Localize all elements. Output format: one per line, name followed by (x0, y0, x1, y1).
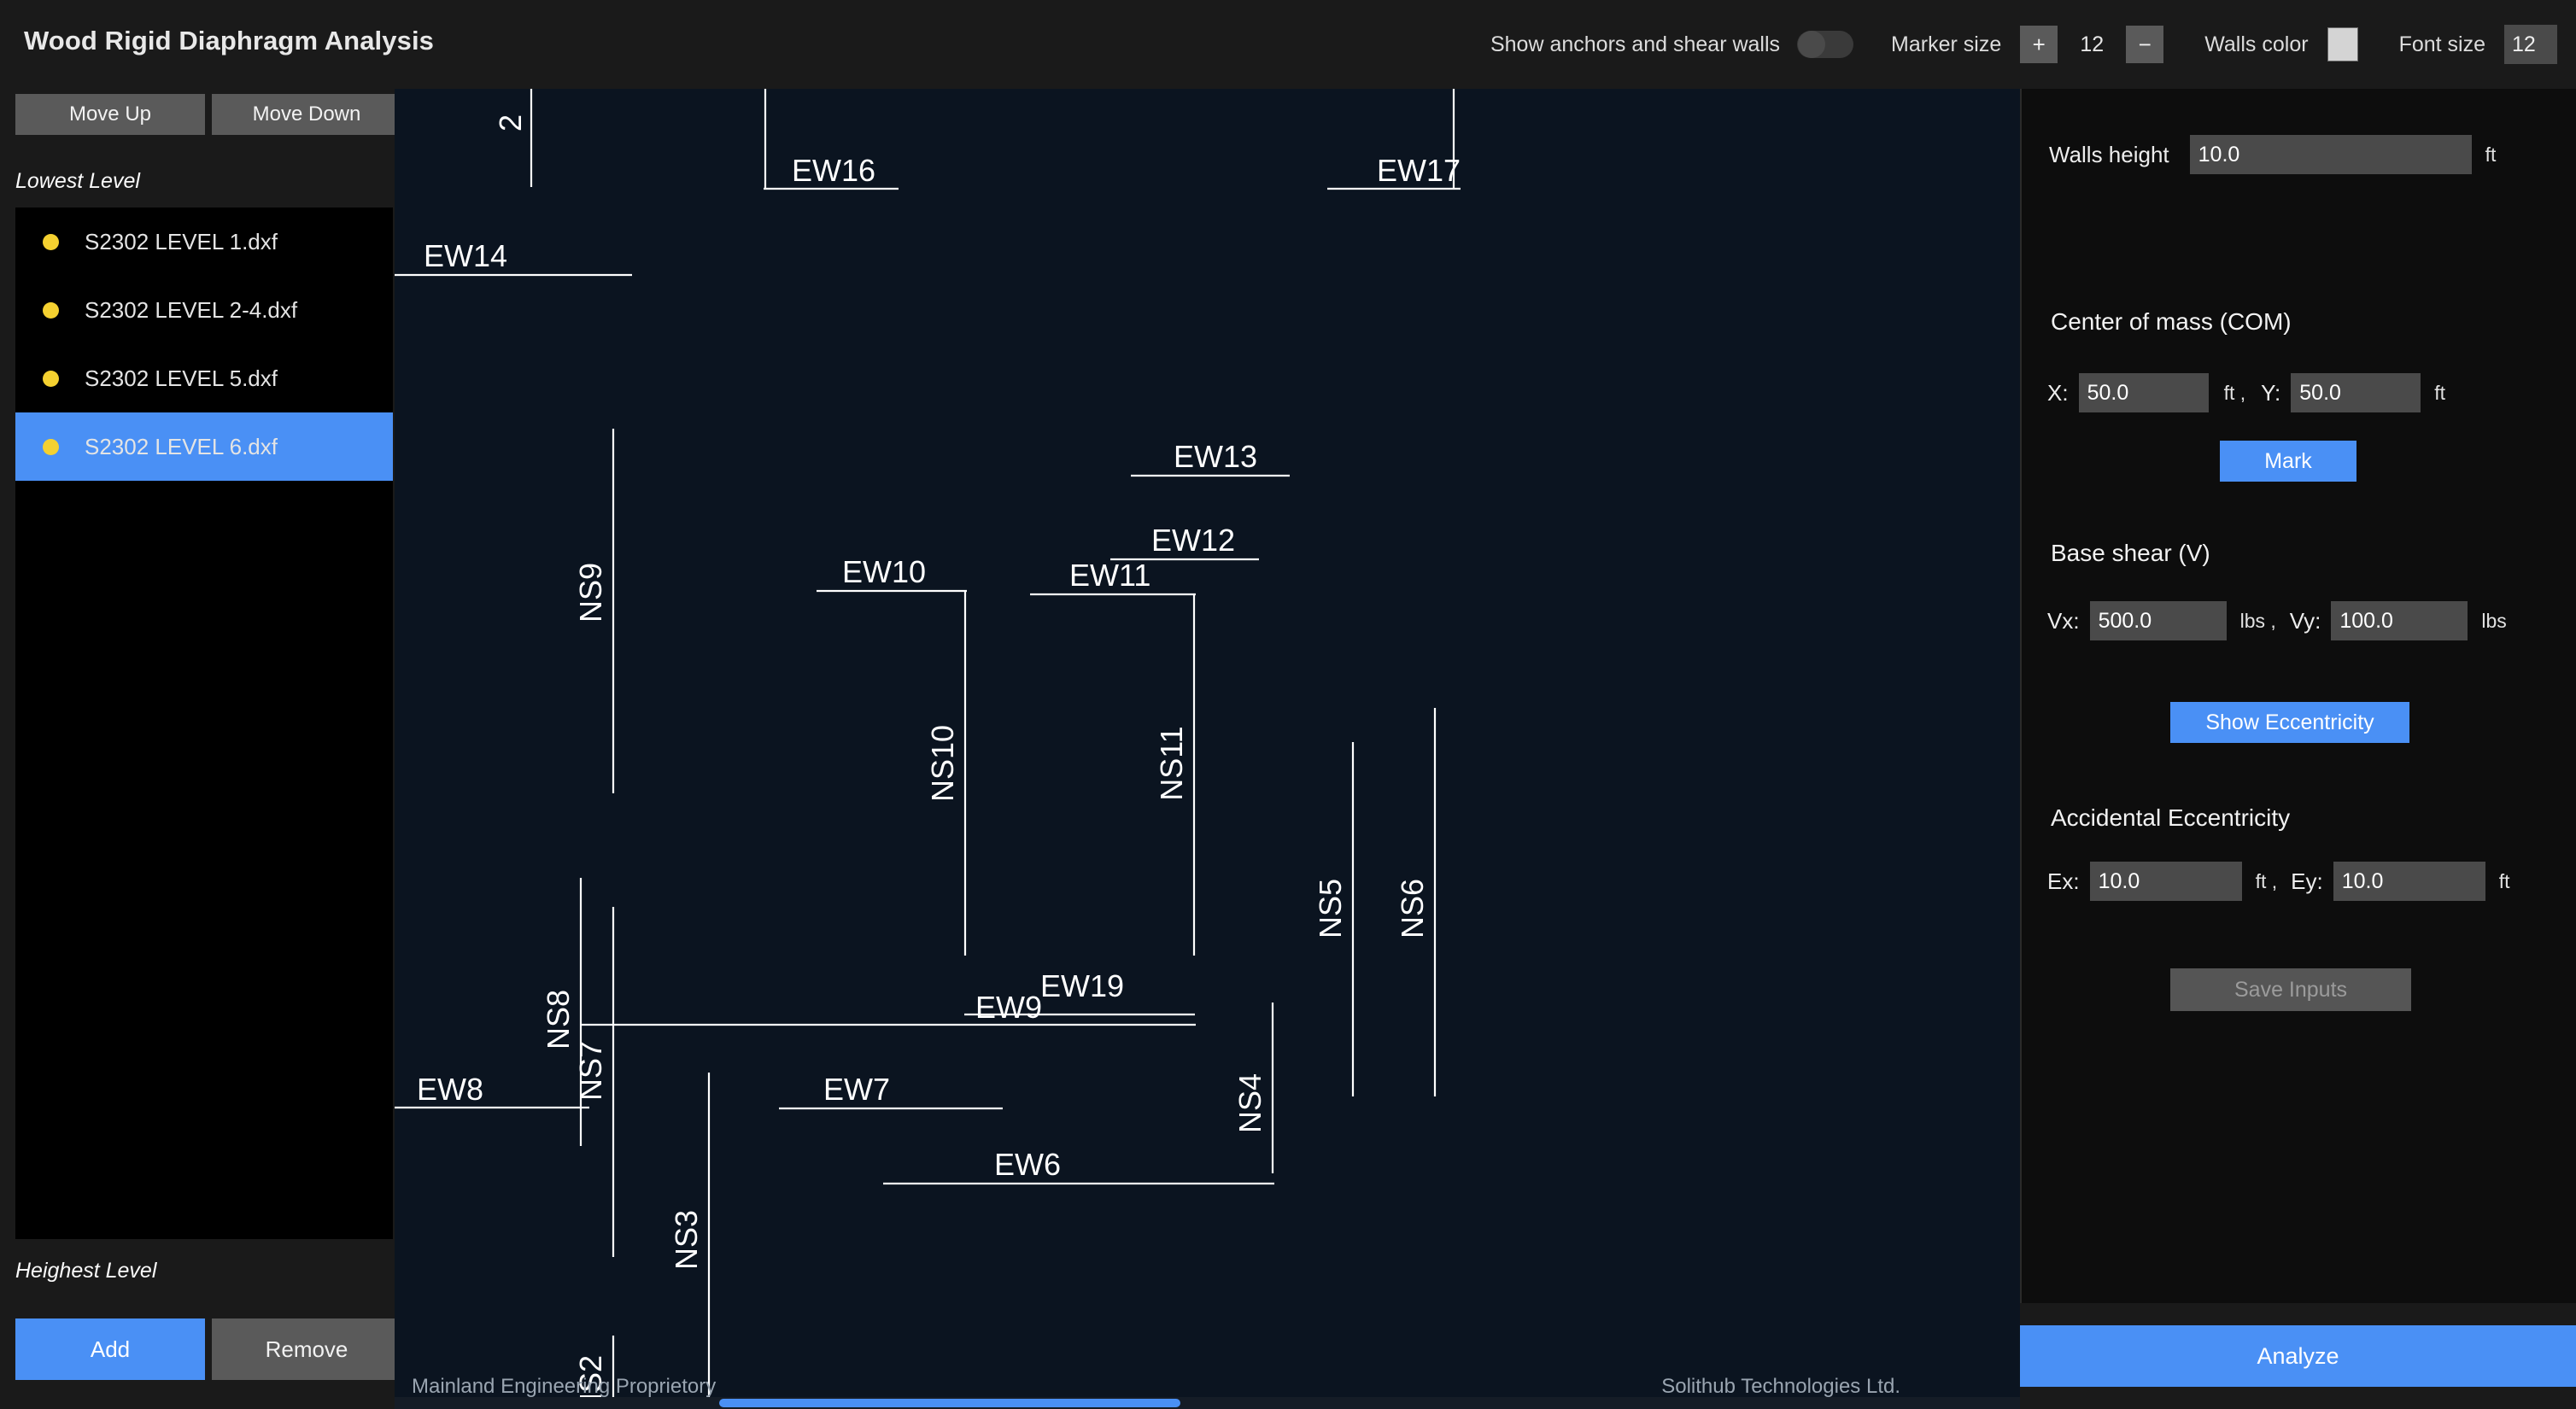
marker-size-label: Marker size (1891, 32, 2002, 56)
wall-label-NS4: NS4 (1232, 1073, 1268, 1133)
com-heading: Center of mass (COM) (2051, 308, 2292, 335)
vy-label: Vy: (2289, 607, 2321, 634)
sidebar-action-buttons: Add Remove (15, 1318, 401, 1380)
wall-label-EW6: EW6 (994, 1147, 1061, 1182)
wall-label-EW10: EW10 (842, 554, 926, 589)
base-shear-heading: Base shear (V) (2051, 540, 2210, 566)
footer-right-text: Solithub Technologies Ltd. (1661, 1375, 1900, 1398)
level-file-item[interactable]: S2302 LEVEL 1.dxf (15, 208, 393, 276)
file-status-dot-icon (43, 370, 59, 387)
ex-label: Ex: (2047, 868, 2080, 894)
com-y-unit: ft (2434, 381, 2446, 404)
show-anchors-toggle[interactable] (1797, 31, 1854, 58)
file-status-dot-icon (43, 438, 59, 455)
marker-size-increase-button[interactable]: + (2020, 26, 2058, 63)
walls-height-row: Walls height ft (2049, 135, 2496, 174)
ey-input[interactable] (2333, 862, 2485, 901)
vx-label: Vx: (2047, 607, 2080, 634)
level-file-label: S2302 LEVEL 6.dxf (85, 433, 278, 459)
wall-label-EW17: EW17 (1377, 153, 1461, 188)
wall-label-EW7: EW7 (823, 1072, 890, 1107)
com-y-label: Y: (2261, 379, 2281, 406)
wall-label-EW13: EW13 (1174, 439, 1257, 474)
ey-unit: ft (2498, 869, 2510, 892)
com-x-label: X: (2047, 379, 2069, 406)
inputs-panel: Walls height ft Center of mass (COM) X: … (2020, 89, 2576, 1303)
font-size-label: Font size (2398, 32, 2485, 56)
walls-height-label: Walls height (2049, 141, 2169, 167)
toggle-knob (1798, 31, 1826, 58)
com-x-input[interactable] (2078, 373, 2209, 412)
level-file-item[interactable]: S2302 LEVEL 5.dxf (15, 344, 393, 412)
marker-size-value: 12 (2080, 32, 2105, 56)
save-inputs-button[interactable]: Save Inputs (2170, 968, 2411, 1011)
wall-label-NS11: NS11 (1154, 726, 1189, 800)
wall-label-NS8: NS8 (541, 990, 576, 1049)
ex-input[interactable] (2089, 862, 2242, 901)
show-eccentricity-button[interactable]: Show Eccentricity (2170, 702, 2409, 743)
font-size-input[interactable]: 12 (2504, 25, 2557, 64)
wall-label-NS2-top: 2 (493, 114, 528, 132)
vy-unit: lbs (2481, 609, 2507, 632)
move-up-button[interactable]: Move Up (15, 94, 205, 135)
wall-label-EW11: EW11 (1069, 558, 1150, 593)
vy-input[interactable] (2331, 601, 2468, 640)
ex-unit: ft , (2255, 869, 2278, 892)
add-button[interactable]: Add (15, 1318, 205, 1380)
level-file-label: S2302 LEVEL 2-4.dxf (85, 296, 298, 323)
wall-label-EW8: EW8 (417, 1072, 483, 1107)
walls-color-label: Walls color (2204, 32, 2309, 56)
move-buttons-row: Move Up Move Down (15, 94, 401, 135)
wall-label-EW19: EW19 (1040, 968, 1124, 1003)
com-y-input[interactable] (2291, 373, 2421, 412)
wall-label-EW14: EW14 (424, 238, 507, 273)
scrollbar-thumb[interactable] (719, 1399, 1180, 1407)
marker-size-decrease-button[interactable]: − (2126, 26, 2164, 63)
wall-label-NS3: NS3 (669, 1210, 704, 1270)
file-status-dot-icon (43, 233, 59, 250)
com-x-unit: ft , (2223, 381, 2246, 404)
wall-label-NS6: NS6 (1395, 879, 1430, 938)
mark-button[interactable]: Mark (2220, 441, 2356, 482)
highest-level-caption: Heighest Level (15, 1259, 157, 1283)
walls-height-unit: ft (2485, 143, 2497, 166)
wall-label-NS5: NS5 (1313, 879, 1348, 938)
wall-label-NS9: NS9 (573, 563, 608, 623)
lowest-level-caption: Lowest Level (15, 169, 140, 193)
move-down-button[interactable]: Move Down (212, 94, 401, 135)
wall-label-NS10: NS10 (925, 725, 960, 802)
vx-unit: lbs , (2239, 609, 2276, 632)
walls-height-input[interactable] (2189, 135, 2472, 174)
ey-label: Ey: (2291, 868, 2323, 894)
level-file-item[interactable]: S2302 LEVEL 6.dxf (15, 412, 393, 481)
level-file-label: S2302 LEVEL 5.dxf (85, 365, 278, 391)
com-inputs-row: X: ft , Y: ft (2047, 373, 2445, 412)
remove-button[interactable]: Remove (212, 1318, 401, 1380)
file-status-dot-icon (43, 301, 59, 319)
wall-label-EW12: EW12 (1151, 523, 1235, 558)
analyze-button[interactable]: Analyze (2020, 1325, 2576, 1387)
show-anchors-label: Show anchors and shear walls (1490, 32, 1781, 56)
page-title: Wood Rigid Diaphragm Analysis (24, 26, 435, 56)
wall-label-NS7: NS7 (573, 1041, 608, 1101)
top-toolbar: Wood Rigid Diaphragm Analysis Show ancho… (0, 0, 2576, 89)
wall-label-EW16: EW16 (792, 153, 875, 188)
levels-sidebar: Move Up Move Down Lowest Level S2302 LEV… (0, 89, 401, 1409)
footer-left-text: Mainland Engineering Proprietory (412, 1375, 717, 1398)
accidental-ecc-inputs-row: Ex: ft , Ey: ft (2047, 862, 2510, 901)
horizontal-scrollbar[interactable] (395, 1397, 2020, 1409)
toolbar-controls: Show anchors and shear walls Marker size… (1490, 0, 2557, 89)
base-shear-inputs-row: Vx: lbs , Vy: lbs (2047, 601, 2507, 640)
wall-label-EW9: EW9 (975, 990, 1042, 1025)
level-file-label: S2302 LEVEL 1.dxf (85, 228, 278, 254)
level-file-item[interactable]: S2302 LEVEL 2-4.dxf (15, 276, 393, 344)
walls-color-swatch[interactable] (2327, 27, 2358, 61)
accidental-eccentricity-heading: Accidental Eccentricity (2051, 804, 2291, 831)
vx-input[interactable] (2089, 601, 2227, 640)
